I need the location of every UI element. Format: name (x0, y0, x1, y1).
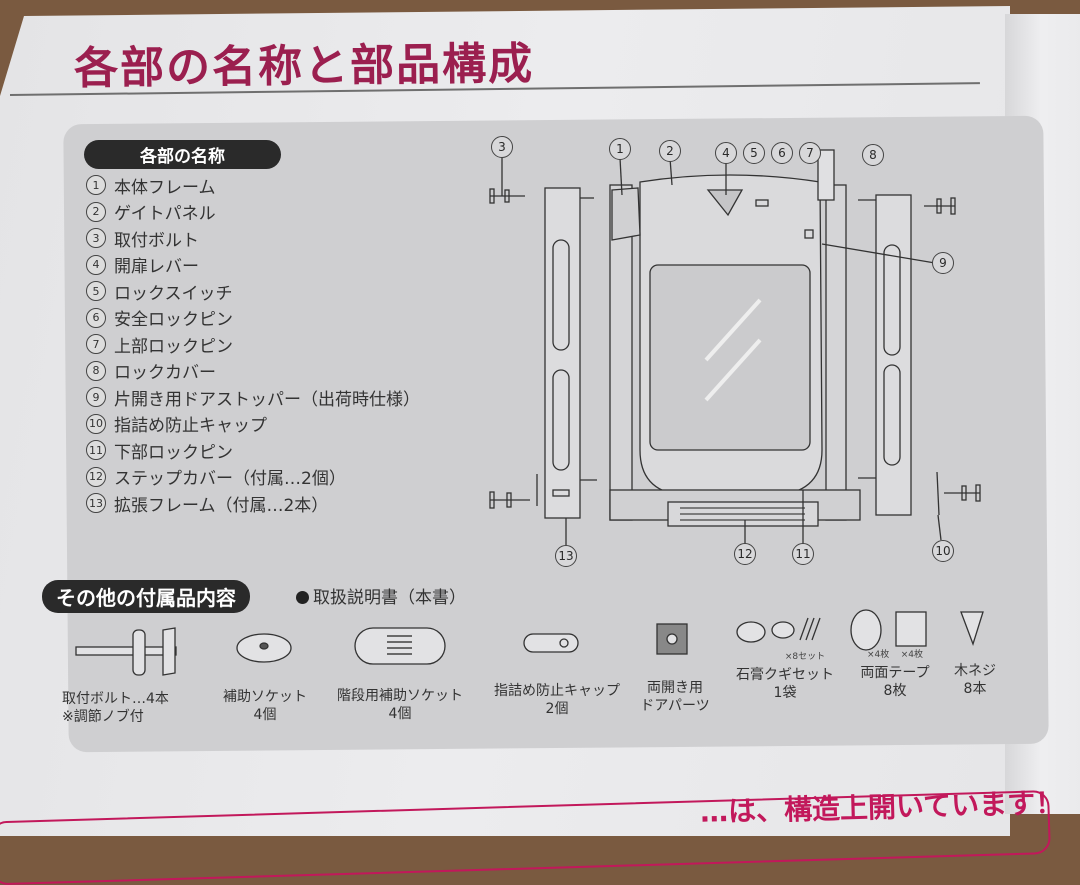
number-badge: 2 (86, 201, 106, 222)
number-badge: 12 (86, 466, 106, 487)
list-item: 9 片開き用ドアストッパー（出荷時仕様） (86, 384, 420, 411)
part-label: 下部ロックピン (114, 442, 233, 463)
number-badge: 1 (86, 175, 106, 196)
number-badge: 10 (86, 413, 106, 434)
tape-icon (850, 609, 927, 651)
list-item: 13 拡張フレーム（付属…2本） (86, 490, 420, 517)
number-badge: 5 (86, 281, 106, 302)
number-badge: 8 (86, 360, 106, 381)
callout-7: 7 (799, 142, 821, 164)
bolt-bottom-left-icon (489, 491, 530, 509)
wood-screw-icon (960, 611, 984, 647)
callout-4: 4 (715, 142, 737, 164)
accessory-stair-socket: 階段用補助ソケット 4個 (337, 688, 463, 722)
part-label: 指詰め防止キャップ (114, 416, 267, 437)
manual-note: 取扱説明書（本書） (296, 583, 466, 608)
callout-6: 6 (771, 142, 793, 164)
list-item: 12 ステップカバー（付属…2個） (86, 464, 420, 491)
part-label: 上部ロックピン (114, 336, 233, 357)
accessory-door-part: 両開き用 ドアパーツ (640, 680, 710, 714)
gate-window-icon (649, 264, 811, 451)
callout-5: 5 (743, 142, 765, 164)
part-label: ロックスイッチ (114, 283, 233, 304)
socket-icon (236, 633, 292, 663)
accessory-tape: ×4枚 ×4枚 両面テープ 8枚 (860, 650, 930, 699)
bolt-top-right-icon (924, 197, 956, 215)
bolt-icon (75, 627, 177, 676)
list-item: 2 ゲイトパネル (86, 199, 420, 226)
finger-cap-icon (523, 633, 579, 653)
lock-cover-icon (817, 149, 835, 201)
extension-frame-left-icon (544, 187, 581, 519)
number-badge: 3 (86, 228, 106, 249)
part-label: 本体フレーム (114, 177, 216, 198)
callout-9: 9 (932, 252, 954, 274)
callout-3: 3 (491, 136, 513, 158)
accessory-finger-cap: 指詰め防止キャップ 2個 (494, 683, 620, 717)
list-item: 11 下部ロックピン (86, 437, 420, 464)
part-label: ロックカバー (114, 363, 216, 384)
stair-socket-icon (354, 627, 446, 665)
list-item: 10 指詰め防止キャップ (86, 411, 420, 438)
list-item: 4 開扉レバー (86, 252, 420, 279)
callout-2: 2 (659, 140, 681, 162)
door-lever-icon (706, 189, 744, 217)
list-item: 7 上部ロックピン (86, 331, 420, 358)
list-item: 8 ロックカバー (86, 358, 420, 385)
accessory-socket: 補助ソケット 4個 (223, 689, 307, 723)
part-label: ゲイトパネル (114, 204, 216, 225)
accessory-plaster-nail: ×8セット 石膏クギセット 1袋 (736, 652, 834, 701)
accessory-icons (75, 609, 984, 676)
callout-10: 10 (932, 540, 954, 562)
callout-1: 1 (609, 138, 631, 160)
part-label: ステップカバー（付属…2個） (114, 469, 346, 490)
callout-11: 11 (792, 543, 814, 565)
part-label: 拡張フレーム（付属…2本） (114, 495, 329, 516)
part-label: 安全ロックピン (114, 310, 233, 331)
number-badge: 13 (86, 493, 106, 514)
number-badge: 7 (86, 334, 106, 355)
part-label: 取付ボルト (114, 230, 199, 251)
number-badge: 4 (86, 254, 106, 275)
callout-13: 13 (555, 545, 577, 567)
part-label: 開扉レバー (114, 257, 199, 278)
accessories-heading: その他の付属品内容 (42, 580, 250, 613)
part-label: 片開き用ドアストッパー（出荷時仕様） (114, 389, 420, 410)
number-badge: 11 (86, 440, 106, 461)
bolt-bottom-right-icon (944, 484, 981, 502)
gate-diagram (489, 149, 981, 545)
number-badge: 6 (86, 307, 106, 328)
callout-8: 8 (862, 144, 884, 166)
part-names-heading: 各部の名称 (84, 140, 281, 169)
bullet-icon (296, 591, 309, 604)
accessory-bolt: 取付ボルト…4本 ※調節ノブ付 (62, 691, 169, 725)
list-item: 1 本体フレーム (86, 172, 420, 199)
door-part-icon (656, 623, 688, 655)
callout-12: 12 (734, 543, 756, 565)
number-badge: 9 (86, 387, 106, 408)
plaster-nail-icon (736, 617, 821, 643)
part-names-list: 1 本体フレーム 2 ゲイトパネル 3 取付ボルト 4 開扉レバー 5 ロックスイッチ 6… (86, 172, 420, 517)
list-item: 6 安全ロックピン (86, 305, 420, 332)
list-item: 5 ロックスイッチ (86, 278, 420, 305)
bolt-top-left-icon (489, 188, 525, 204)
accessory-wood-screw: 木ネジ 8本 (954, 663, 996, 697)
list-item: 3 取付ボルト (86, 225, 420, 252)
